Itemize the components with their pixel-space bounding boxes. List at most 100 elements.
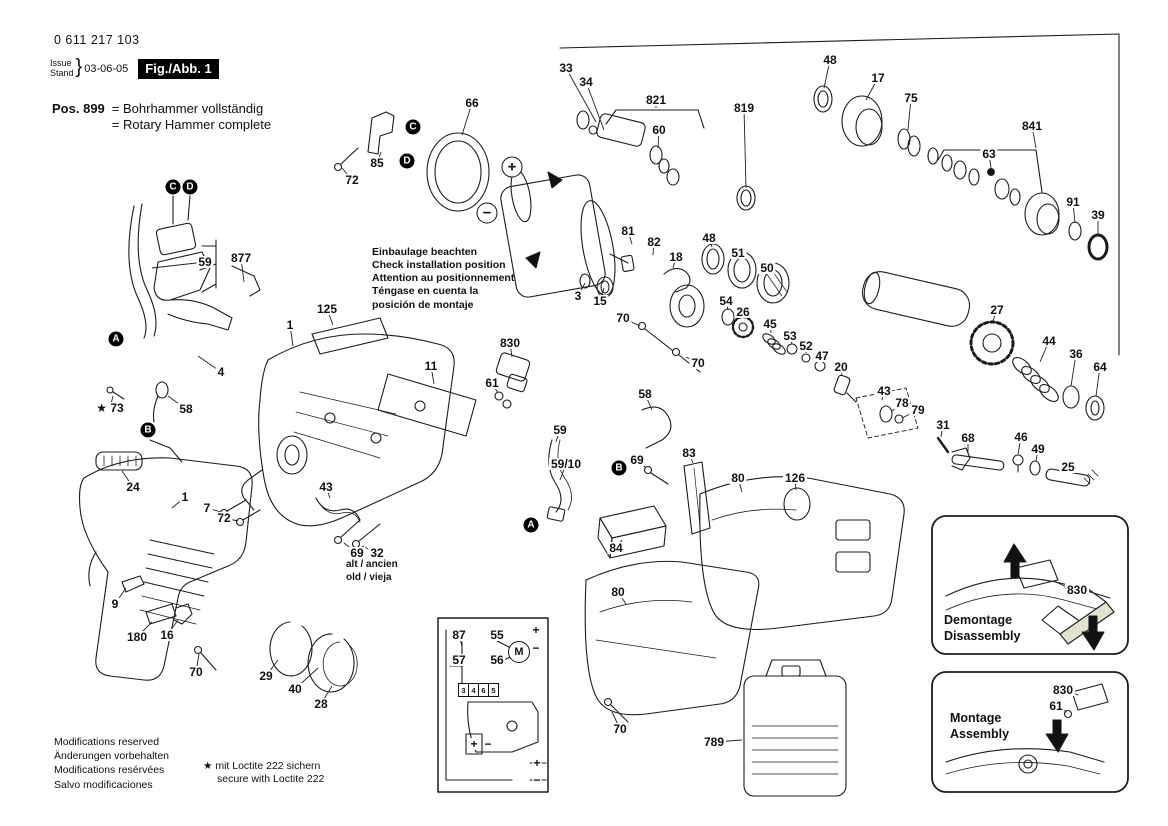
bracket-83 <box>683 461 711 535</box>
installation-note-line: Einbaulage beachten <box>372 246 478 258</box>
part-label-61: 61 <box>483 376 501 390</box>
installation-note-line: Check installation position <box>372 259 506 272</box>
bracket-85 <box>367 111 395 155</box>
part-label-81: 81 <box>619 224 637 238</box>
marker-B: B <box>140 422 156 438</box>
pos-line-de: = Bohrhammer vollständig <box>111 101 264 116</box>
part-label-26: 26 <box>734 305 752 319</box>
installation-note-line: Attention au positionnement <box>372 272 515 285</box>
part-label-59: 59 <box>551 423 569 437</box>
cup-841 <box>1024 192 1060 236</box>
spring-44 <box>1012 357 1059 402</box>
issue-brace: } <box>75 56 83 78</box>
part-label-59: 59 <box>196 255 214 269</box>
part-label-32: 32 <box>368 546 386 560</box>
part-label-80: 80 <box>609 585 627 599</box>
mods-line: Modifications reserved <box>54 736 160 748</box>
symbol-minus: − <box>531 641 541 655</box>
part-label-31: 31 <box>934 418 952 432</box>
part-label-70: 70 <box>689 356 707 370</box>
ring-40 <box>307 633 355 693</box>
part-label-83: 83 <box>680 446 698 460</box>
part-label-36: 36 <box>1067 347 1085 361</box>
old-note-line: old / vieja <box>346 571 392 583</box>
marker-B: B <box>611 460 627 476</box>
slider-24 <box>95 451 143 471</box>
part-label-48: 48 <box>821 53 839 67</box>
part-label-70: 70 <box>611 722 629 736</box>
tube-68 <box>951 454 1005 471</box>
issue-label: Issue <box>50 58 72 68</box>
part-label-56: 56 <box>488 653 506 667</box>
part-16 <box>173 603 193 625</box>
part-label-15: 15 <box>591 294 609 308</box>
ring-29 <box>269 621 313 677</box>
stand-label: Stand <box>50 68 74 79</box>
loctite-line1: mit Loctite 222 sichern <box>215 760 321 772</box>
part-46 <box>1012 454 1024 473</box>
document-number: 0 611 217 103 <box>54 33 140 47</box>
part-label-48: 48 <box>700 231 718 245</box>
part-label-68: 68 <box>959 431 977 445</box>
grommet-58 <box>155 381 169 399</box>
part-label-63: 63 <box>980 147 998 161</box>
pos-block: Pos. 899 = Bohrhammer vollständig = Rota… <box>52 101 271 134</box>
installation-note-line: posición de montaje <box>372 298 474 311</box>
part-label-72: 72 <box>343 173 361 187</box>
ring-28 <box>322 641 358 687</box>
inset-disassembly-box <box>931 515 1129 655</box>
housing-80-bottom <box>584 560 760 716</box>
spring-45 <box>762 333 786 355</box>
screw-69b <box>643 465 669 485</box>
spindle-27 <box>861 271 971 327</box>
part-label-49: 49 <box>1029 442 1047 456</box>
part-label-39: 39 <box>1089 208 1107 222</box>
dashed-group-43 <box>855 387 919 439</box>
part-label-126: 126 <box>782 471 808 485</box>
pos-line-en: = Rotary Hammer complete <box>111 117 272 133</box>
part-label-91: 91 <box>1064 195 1082 209</box>
inset-assembly-art <box>945 683 1109 775</box>
mods-line: Salvo modificaciones <box>54 778 153 791</box>
switch-cluster <box>106 195 261 463</box>
part-label-125: 125 <box>314 302 340 316</box>
part-label-44: 44 <box>1040 334 1058 348</box>
part-label-830: 830 <box>497 336 523 350</box>
part-label-830-inset2: 830 <box>1050 683 1076 697</box>
part-label-24: 24 <box>124 480 142 494</box>
plate-11 <box>377 373 477 437</box>
plate-125 <box>311 317 389 355</box>
screw-69a <box>333 519 361 545</box>
screw-32 <box>351 523 381 549</box>
part-label-73: ★ 73 <box>94 401 126 415</box>
part-label-51: 51 <box>729 246 747 260</box>
figure-label: Fig./Abb. 1 <box>138 59 219 80</box>
marker-C: C <box>405 119 421 135</box>
housing-shell <box>241 333 455 527</box>
part-label-69: 69 <box>348 546 366 560</box>
part-label-72: 72 <box>215 511 233 525</box>
modifications-note: Modifications reserved Änderungen vorbeh… <box>54 735 169 792</box>
part-label-28: 28 <box>312 697 330 711</box>
cup-17 <box>841 95 883 147</box>
part-label-52: 52 <box>797 339 815 353</box>
ring-66 <box>426 132 490 212</box>
star-icon: ★ <box>203 760 213 772</box>
screw-72-top <box>333 147 359 172</box>
part-label-58: 58 <box>177 402 195 416</box>
assembly-title: Montage Assembly <box>950 710 1009 743</box>
shaft-20 <box>833 374 857 403</box>
gear-27 <box>969 320 1015 366</box>
old-note-line: alt / ancien <box>346 559 398 570</box>
part-label-70: 70 <box>614 311 632 325</box>
inset-disassembly-art <box>945 543 1115 651</box>
wiring-box <box>437 617 549 793</box>
symbol-plus: + <box>531 623 541 637</box>
part-label-79: 79 <box>909 403 927 417</box>
terminal-5: 5 <box>488 683 499 697</box>
pos-prefix: Pos. <box>52 101 80 116</box>
housing-80-right <box>699 476 905 631</box>
grommet-126 <box>783 487 811 521</box>
installation-note-line: Téngase en cuenta la <box>372 285 479 298</box>
